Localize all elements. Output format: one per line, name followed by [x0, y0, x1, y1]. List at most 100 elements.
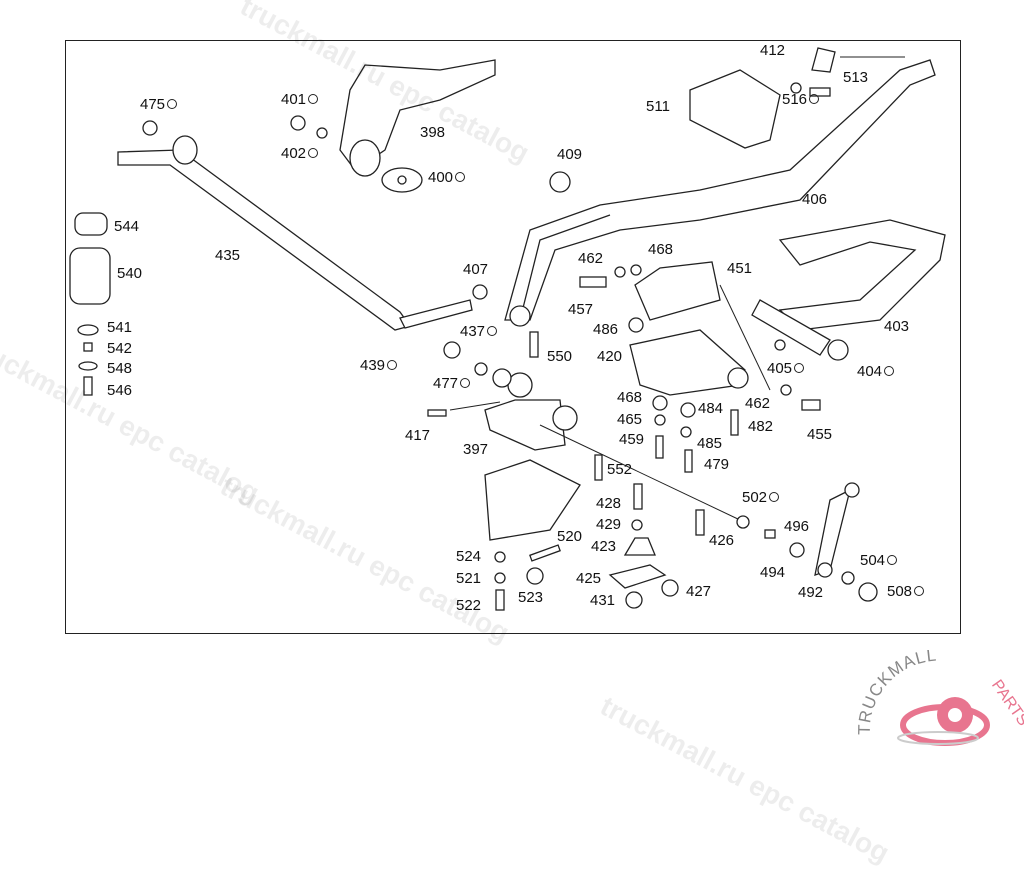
callout-number: 475: [140, 96, 166, 113]
replacement-marker-icon: [308, 94, 319, 104]
replacement-marker-icon: [887, 555, 898, 565]
callout-550: 550: [547, 349, 572, 365]
callout-516: 516: [782, 91, 820, 108]
callout-439: 439: [360, 357, 398, 374]
callout-496: 496: [784, 519, 809, 535]
callout-number: 516: [782, 91, 808, 108]
callout-number: 462: [578, 250, 604, 267]
callout-number: 544: [114, 218, 140, 235]
callout-number: 405: [767, 360, 793, 377]
callout-459: 459: [619, 432, 644, 448]
link-rod: [399, 299, 473, 329]
callout-number: 401: [281, 91, 307, 108]
callout-468: 468: [648, 242, 673, 258]
callout-number: 462: [745, 395, 771, 412]
callout-400: 400: [428, 169, 466, 186]
callout-457: 457: [568, 302, 593, 318]
callout-number: 439: [360, 357, 386, 374]
callout-522: 522: [456, 598, 481, 614]
replacement-marker-icon: [308, 148, 319, 158]
callout-number: 397: [463, 441, 489, 458]
callout-number: 455: [807, 426, 833, 443]
callout-number: 540: [117, 265, 143, 282]
callout-417: 417: [405, 428, 430, 444]
replacement-marker-icon: [455, 172, 466, 182]
callout-511: 511: [646, 99, 670, 115]
callout-number: 542: [107, 340, 133, 357]
callout-number: 496: [784, 518, 810, 535]
callout-435: 435: [215, 248, 240, 264]
callout-548: 548: [107, 361, 132, 377]
callout-397: 397: [463, 442, 488, 458]
callout-number: 400: [428, 169, 454, 186]
diagram-frame: [65, 40, 961, 634]
callout-451: 451: [727, 261, 752, 277]
callout-427: 427: [686, 584, 711, 600]
callout-462: 462: [578, 251, 603, 267]
replacement-marker-icon: [914, 586, 925, 596]
logo-text-accent: PARTS: [988, 677, 1024, 729]
callout-428: 428: [596, 496, 621, 512]
callout-465: 465: [617, 412, 642, 428]
callout-402: 402: [281, 146, 319, 162]
callout-455: 455: [807, 427, 832, 443]
callout-492: 492: [798, 585, 823, 601]
callout-number: 404: [857, 363, 883, 380]
callout-number: 437: [460, 323, 486, 340]
callout-494: 494: [760, 565, 785, 581]
callout-number: 426: [709, 532, 735, 549]
replacement-marker-icon: [460, 378, 471, 388]
callout-number: 403: [884, 318, 910, 335]
spring-pin: [751, 299, 831, 356]
callout-number: 511: [646, 98, 670, 115]
replacement-marker-icon: [487, 326, 498, 336]
callout-number: 451: [727, 260, 753, 277]
callout-number: 427: [686, 583, 712, 600]
callout-number: 546: [107, 382, 133, 399]
callout-524: 524: [456, 549, 481, 565]
callout-number: 428: [596, 495, 622, 512]
bracket-397: [484, 399, 566, 451]
replacement-marker-icon: [809, 94, 820, 104]
callout-number: 494: [760, 564, 786, 581]
bracket-lower: [484, 459, 581, 541]
callout-404: 404: [857, 363, 895, 380]
callout-401: 401: [281, 91, 319, 108]
callout-number: 417: [405, 427, 431, 444]
callout-number: 502: [742, 489, 768, 506]
mount-420: [629, 329, 746, 396]
callout-426: 426: [709, 533, 734, 549]
callout-485: 485: [697, 436, 722, 452]
callout-468: 468: [617, 390, 642, 406]
callout-425: 425: [576, 571, 601, 587]
callout-403: 403: [884, 319, 909, 335]
replacement-marker-icon: [884, 366, 895, 376]
callout-number: 520: [557, 528, 583, 545]
callout-number: 457: [568, 301, 594, 318]
callout-number: 431: [590, 592, 616, 609]
callout-number: 504: [860, 552, 886, 569]
callout-406: 406: [802, 192, 827, 208]
callout-number: 479: [704, 456, 730, 473]
callout-409: 409: [557, 147, 582, 163]
callout-number: 521: [456, 570, 482, 587]
shock-absorber: [814, 488, 851, 576]
callout-407: 407: [463, 262, 488, 278]
callout-398: 398: [420, 125, 445, 141]
callout-544: 544: [114, 219, 139, 235]
callout-number: 485: [697, 435, 723, 452]
callout-number: 492: [798, 584, 824, 601]
callout-521: 521: [456, 571, 481, 587]
callout-429: 429: [596, 517, 621, 533]
callout-541: 541: [107, 320, 132, 336]
callout-484: 484: [698, 401, 723, 417]
callout-number: 412: [760, 42, 786, 59]
callout-504: 504: [860, 552, 898, 569]
callout-552: 552: [607, 462, 632, 478]
callout-number: 465: [617, 411, 643, 428]
callout-number: 398: [420, 124, 446, 141]
callout-number: 477: [433, 375, 459, 392]
rubber-540: [69, 247, 111, 305]
callout-number: 482: [748, 418, 774, 435]
callout-number: 524: [456, 548, 482, 565]
